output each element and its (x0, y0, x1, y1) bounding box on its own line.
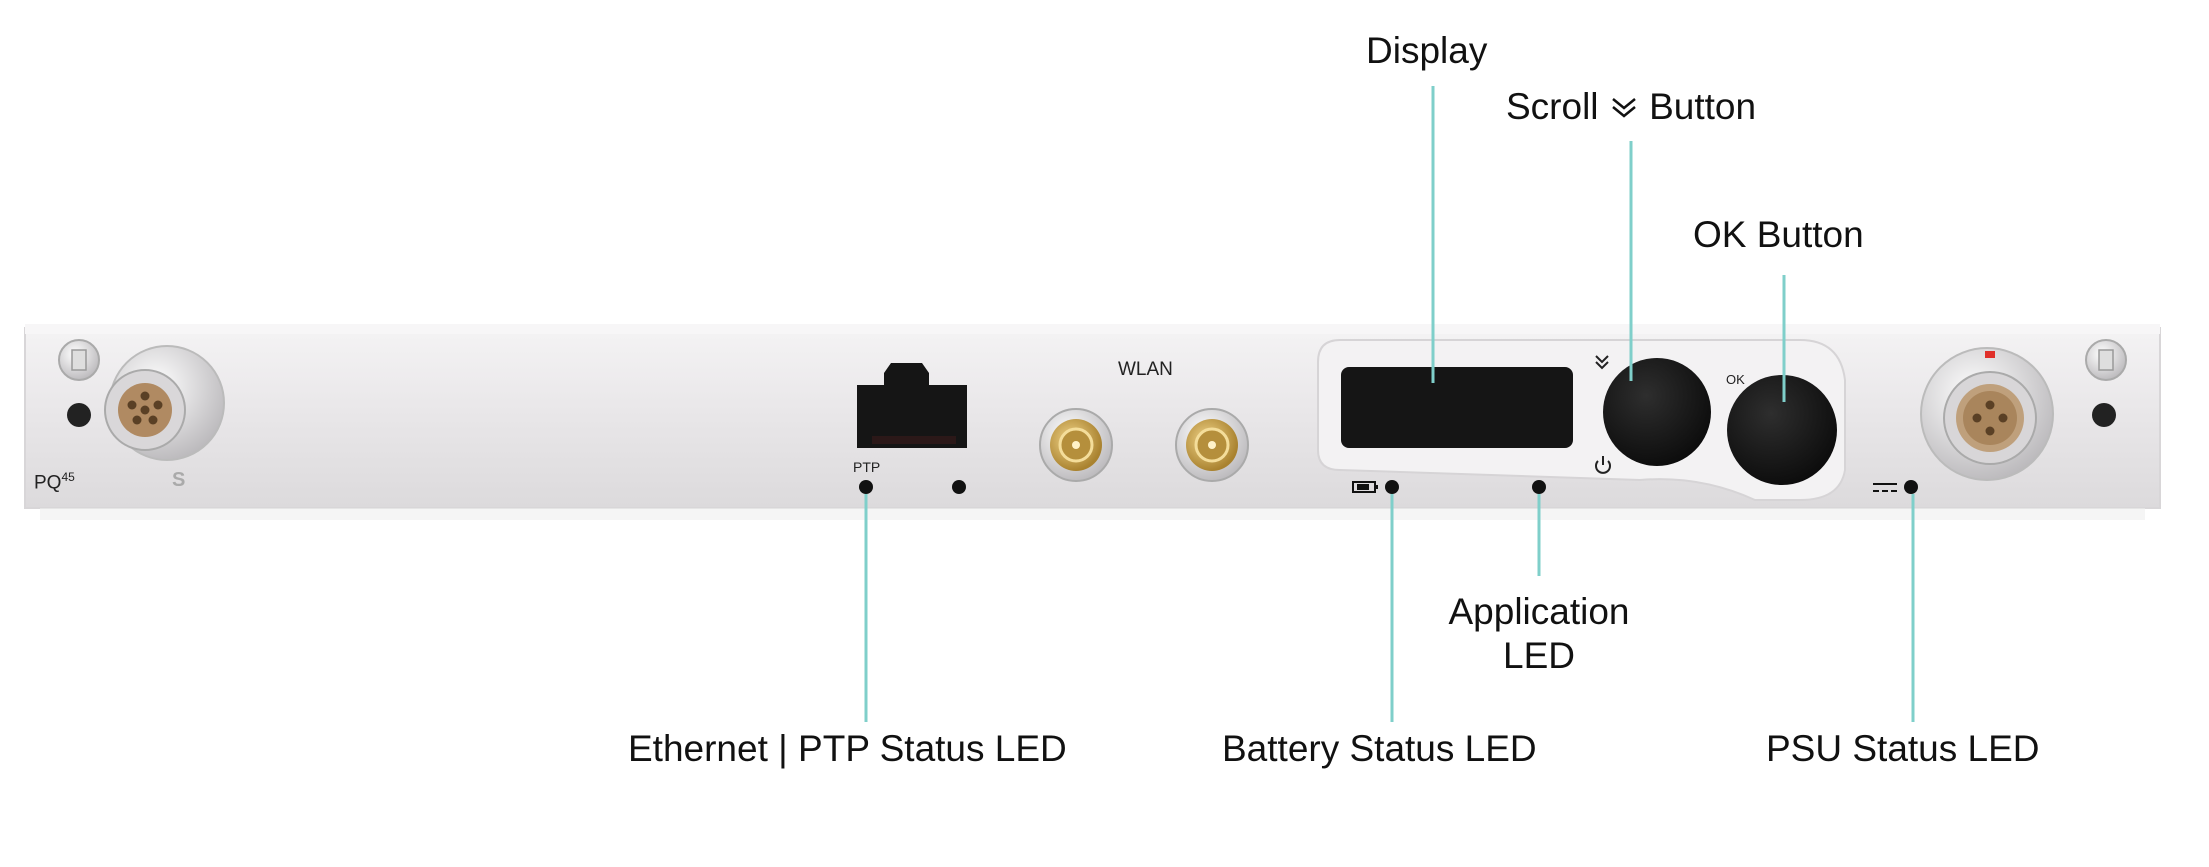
scroll-callout-text-pre: Scroll (1506, 86, 1599, 127)
scroll-double-chevron-icon (1612, 98, 1636, 118)
model-main-text: PQ (34, 472, 62, 494)
scroll-callout-text-post: Button (1649, 86, 1757, 127)
model-label: PQ45 (34, 470, 75, 494)
ok-button[interactable] (1727, 375, 1837, 485)
left-mount-hole (67, 403, 91, 427)
battery-led-callout: Battery Status LED (1222, 728, 1537, 769)
application-callout-line1: Application (1448, 591, 1630, 632)
right-rack-screw (2085, 339, 2127, 381)
battery-icon (1352, 481, 1378, 493)
model-sup-text: 45 (61, 470, 75, 484)
psu-led-callout: PSU Status LED (1766, 728, 2040, 769)
dc-power-icon (1873, 483, 1897, 492)
power-icon (1595, 456, 1611, 474)
battery-led (1385, 480, 1399, 494)
panel-shadow (40, 508, 2145, 520)
ethernet-ptp-led-callout: Ethernet | PTP Status LED (628, 728, 1067, 769)
ptp-label: PTP (853, 459, 881, 475)
ok-small-label: OK (1726, 372, 1745, 387)
ptp-led (952, 480, 966, 494)
wlan-connector-1 (1039, 408, 1113, 482)
scroll-button[interactable] (1603, 358, 1711, 466)
ethernet-port (857, 363, 967, 448)
panel-top-edge (25, 324, 2160, 334)
leader-lines (864, 86, 1915, 722)
ok-button-callout: OK Button (1693, 214, 1864, 255)
left-connector (104, 345, 225, 461)
scroll-chevron-icon (1595, 355, 1609, 370)
application-led-callout: Application LED (1439, 590, 1639, 678)
scroll-button-callout: Scroll Button (1506, 85, 1756, 129)
right-connector (1920, 347, 2054, 481)
port-letter-label: S (172, 469, 186, 491)
lcd-display (1341, 367, 1573, 448)
display-callout: Display (1366, 30, 1488, 71)
right-mount-hole (2092, 403, 2116, 427)
wlan-label: WLAN (1118, 359, 1173, 380)
ethernet-led (859, 480, 873, 494)
application-led (1532, 480, 1546, 494)
left-rack-screw (58, 339, 100, 381)
application-callout-line2: LED (1503, 635, 1575, 676)
psu-led (1904, 480, 1918, 494)
wlan-connector-2 (1175, 408, 1249, 482)
red-alignment-mark (1985, 351, 1995, 358)
